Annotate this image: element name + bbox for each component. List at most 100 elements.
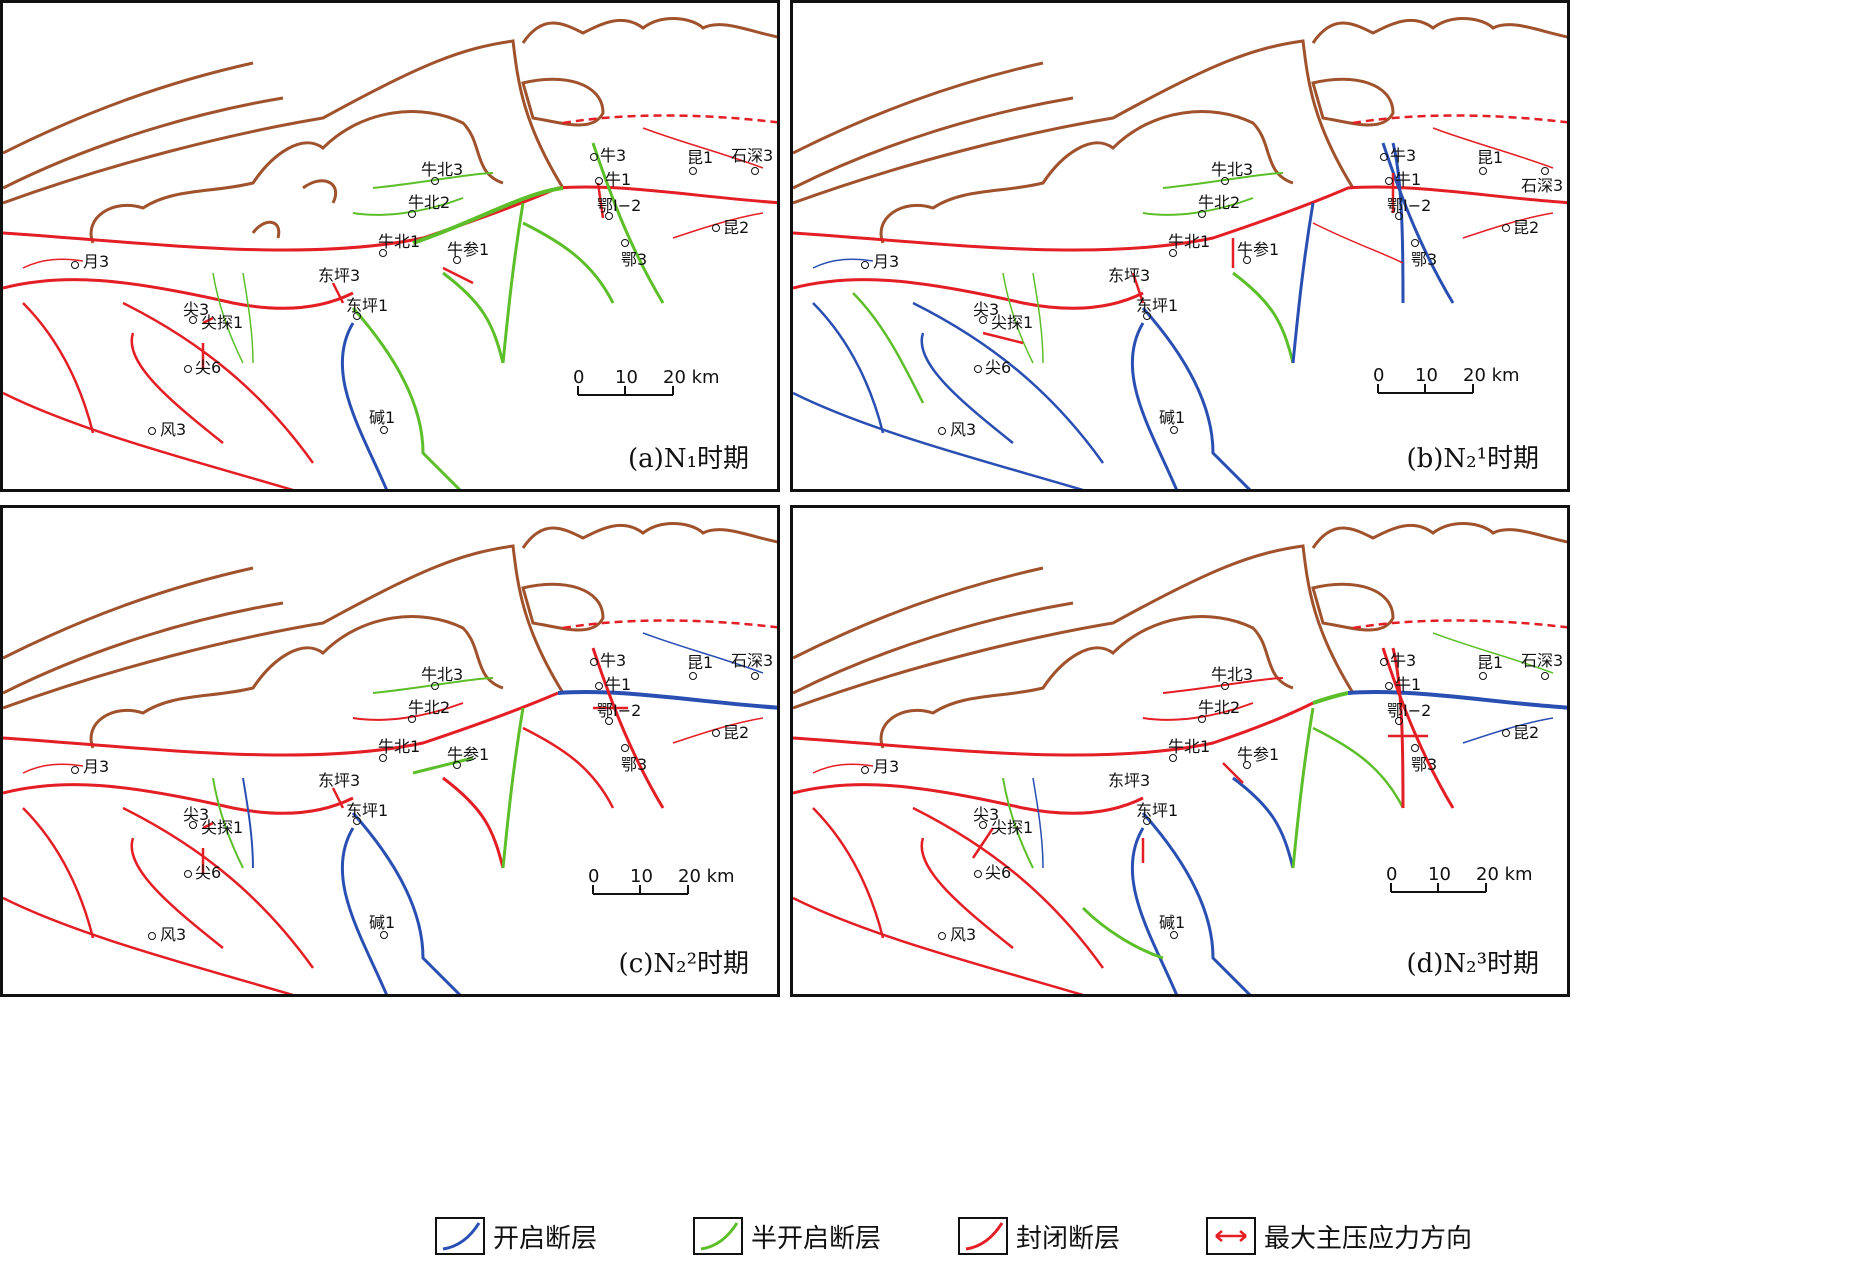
map-line xyxy=(642,127,764,169)
map-line xyxy=(522,221,615,304)
map-line xyxy=(1002,272,1034,364)
map-line xyxy=(3,39,565,205)
map-line xyxy=(442,266,474,285)
map-line xyxy=(1312,691,1349,705)
well-marker xyxy=(453,256,461,264)
well-marker xyxy=(148,932,156,940)
map-line xyxy=(591,142,665,304)
well-marker xyxy=(431,177,439,185)
well-marker xyxy=(1479,672,1487,680)
well-marker xyxy=(590,658,598,666)
map-line xyxy=(971,827,995,859)
map-line xyxy=(1141,812,1252,994)
well-marker xyxy=(712,224,720,232)
well-label: 20 km xyxy=(678,866,735,887)
well-label: 牛1 xyxy=(605,675,631,694)
map-line xyxy=(700,1222,739,1251)
map-line xyxy=(1311,522,1567,549)
well-label: 石深3 xyxy=(1521,176,1563,195)
map-line xyxy=(793,783,1144,815)
map-line xyxy=(89,615,504,749)
map-line xyxy=(793,39,1355,205)
well-marker xyxy=(689,672,697,680)
basin-boundary xyxy=(3,17,777,244)
map-line xyxy=(521,522,777,549)
well-label-feng3: 风3 xyxy=(160,420,186,439)
well-label: 牛北1 xyxy=(1168,737,1210,756)
map-a-svg: 牛3 牛1 鄂I−2 鄂3 昆1 昆2 石深3 牛北3 牛北2 牛北1 牛参1 … xyxy=(3,17,777,489)
well-label: 牛3 xyxy=(1390,146,1416,165)
map-line xyxy=(912,806,1105,969)
map-line xyxy=(3,601,284,695)
well-marker xyxy=(621,744,629,752)
map-line xyxy=(965,1222,1004,1251)
well-marker xyxy=(1143,312,1151,320)
map-line xyxy=(372,677,494,694)
map-line xyxy=(793,61,1044,155)
map-line xyxy=(442,271,505,364)
faults xyxy=(3,127,777,489)
map-d-svg: 牛3 牛1 鄂I−2 鄂3 昆1 昆2 石深3 牛北3 牛北2 牛北1 牛参1 … xyxy=(793,522,1567,994)
well-label: 昆2 xyxy=(1513,723,1539,742)
map-line xyxy=(1432,127,1554,169)
well-marker xyxy=(1395,212,1403,220)
map-line xyxy=(1391,142,1405,304)
map-line xyxy=(1312,222,1404,264)
well-label: 碱1 xyxy=(369,913,395,932)
well-label-niu1: 牛1 xyxy=(605,170,631,189)
map-line xyxy=(130,332,224,444)
well-label: 牛3 xyxy=(1390,651,1416,670)
well-label: 石深3 xyxy=(1521,651,1563,670)
well-label: 碱1 xyxy=(1159,408,1185,427)
map-line xyxy=(352,197,464,216)
well-label: 10 xyxy=(1415,365,1438,386)
well-label-niucan1: 牛参1 xyxy=(447,240,489,259)
map-line xyxy=(442,1222,481,1251)
panel-caption-d: (d)N₂³时期 xyxy=(1406,949,1539,979)
well-label: 牛北3 xyxy=(1211,160,1253,179)
map-line xyxy=(879,110,1294,244)
map-line xyxy=(22,763,84,774)
map-panel-d: 牛3 牛1 鄂I−2 鄂3 昆1 昆2 石深3 牛北3 牛北2 牛北1 牛参1 … xyxy=(790,505,1570,997)
map-line xyxy=(1232,776,1295,869)
well-marker xyxy=(595,682,603,690)
well-label: 10 xyxy=(1428,864,1451,885)
map-line xyxy=(1142,702,1254,721)
well-marker xyxy=(1170,931,1178,939)
well-label: 月3 xyxy=(873,757,899,776)
well-label: 鄂I−2 xyxy=(597,701,641,720)
well-marker xyxy=(974,365,982,373)
well-label: 牛北3 xyxy=(1211,665,1253,684)
map-line xyxy=(412,186,564,245)
map-line xyxy=(793,896,1084,994)
well-marker xyxy=(1221,682,1229,690)
well-label: 东坪3 xyxy=(1108,771,1150,790)
map-line xyxy=(212,272,244,364)
scale-bar: 0 10 20 km xyxy=(573,367,720,396)
well-marker xyxy=(938,427,946,435)
well-label: 牛北1 xyxy=(378,737,420,756)
well-marker xyxy=(1380,658,1388,666)
map-line xyxy=(372,172,494,189)
map-line xyxy=(501,707,525,869)
map-line xyxy=(202,821,214,830)
map-line xyxy=(3,896,294,994)
map-line xyxy=(793,601,1074,695)
well-marker xyxy=(861,766,869,774)
well-label: 尖探1 xyxy=(991,313,1033,332)
map-line xyxy=(3,544,565,710)
legend-open-fault: 开启断层 xyxy=(435,1217,597,1255)
legend-stress-label: 最大主压应力方向 xyxy=(1264,1223,1473,1254)
well-marker xyxy=(1385,177,1393,185)
map-line xyxy=(22,258,84,269)
map-line xyxy=(1215,1230,1247,1242)
well-label: 东坪1 xyxy=(1136,801,1178,820)
well-marker xyxy=(379,249,387,257)
well-marker xyxy=(189,316,197,324)
well-label-niubei1: 牛北1 xyxy=(378,232,420,251)
well-marker xyxy=(595,177,603,185)
well-marker xyxy=(353,817,361,825)
map-line xyxy=(1462,212,1554,239)
map-line xyxy=(242,777,254,869)
well-label: 10 xyxy=(630,866,653,887)
